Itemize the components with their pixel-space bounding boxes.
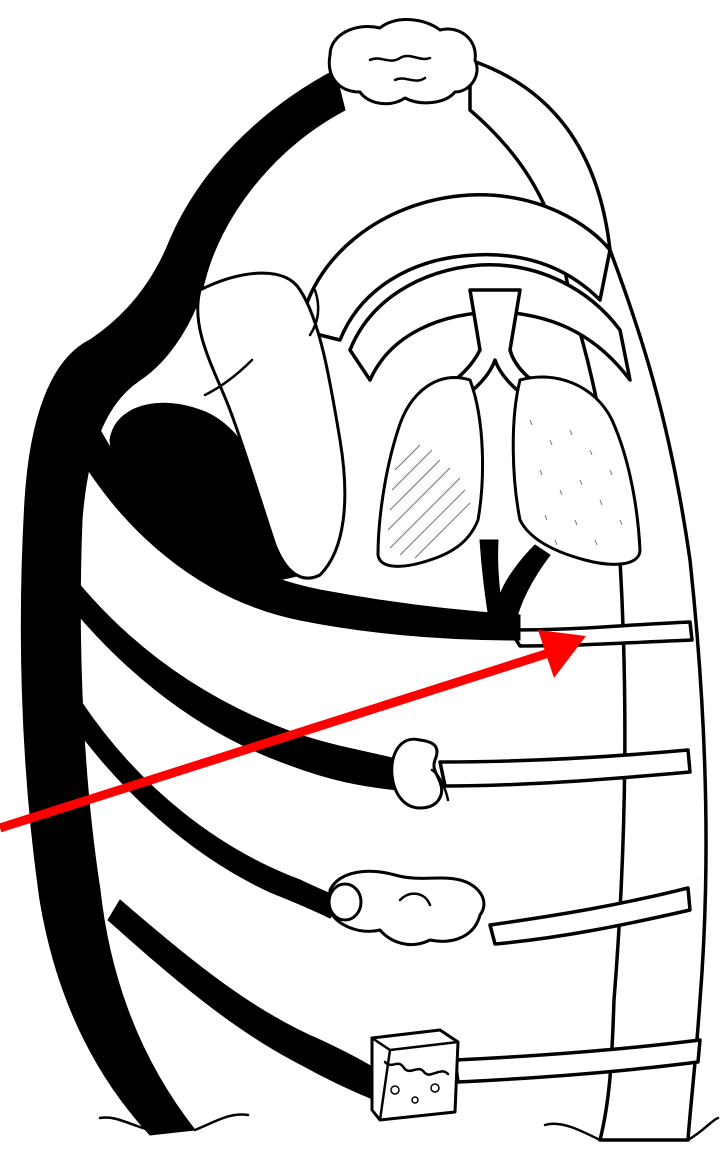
pulmonary-trunk <box>480 540 550 625</box>
brain-icon <box>329 20 477 104</box>
kidney-icon <box>392 739 448 808</box>
branch-lung-artery <box>510 622 692 646</box>
lungs-icon <box>378 377 640 566</box>
left-lung <box>378 377 483 566</box>
intestine-icon <box>329 871 484 944</box>
skin-tissue-icon <box>372 1030 458 1120</box>
